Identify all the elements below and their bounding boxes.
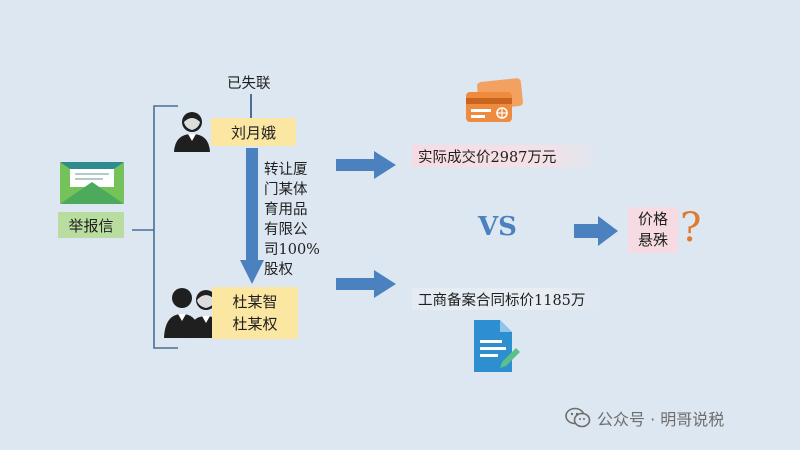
registered-price-text: 工商备案合同标价1185万 <box>418 293 586 309</box>
actual-price-text: 实际成交价2987万元 <box>418 150 557 166</box>
report-letter-group: 举报信 <box>58 160 126 238</box>
envelope-icon <box>60 162 124 204</box>
transfer-arrow <box>240 148 264 284</box>
vs-label: VS <box>478 212 517 242</box>
person-a-name: 刘月娥 <box>211 118 296 146</box>
credit-card-icon <box>466 78 523 122</box>
person-icon <box>174 112 210 152</box>
arrow-to-price-gap <box>574 216 618 246</box>
question-mark: ? <box>680 205 702 251</box>
transfer-description: 转让厦 门某体 育用品 有限公 司100% 股权 <box>264 162 320 278</box>
wechat-icon <box>565 407 591 428</box>
lost-contact-label: 已失联 <box>227 76 271 92</box>
watermark: 公众号 · 明哥说税 <box>565 406 724 430</box>
arrow-to-actual-price <box>336 151 396 179</box>
watermark-text: 公众号 · 明哥说税 <box>597 410 725 429</box>
report-letter-label: 举报信 <box>58 212 124 238</box>
price-gap-box: 价格 悬殊 <box>628 207 678 253</box>
actual-price-bar <box>412 145 602 167</box>
arrow-to-registered-price <box>336 270 396 298</box>
bracket-connector <box>132 105 178 349</box>
registered-price-bar <box>412 288 602 310</box>
document-icon <box>474 320 520 372</box>
lost-contact-line <box>250 94 252 118</box>
persons-b-names: 杜某智 杜某权 <box>212 287 298 339</box>
